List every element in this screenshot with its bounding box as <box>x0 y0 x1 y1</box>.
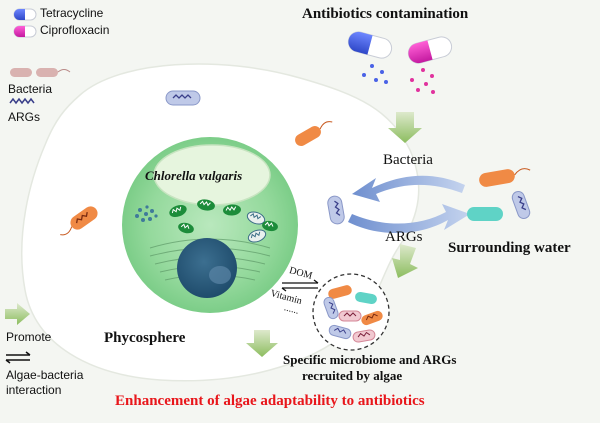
bacterium-top <box>165 90 201 106</box>
bacteria-flow-label: Bacteria <box>383 152 433 168</box>
nucleus <box>177 238 237 298</box>
water-bacterium-blue <box>511 190 531 220</box>
chlorella-label: Chlorella vulgaris <box>145 168 243 183</box>
promote-arrow-bottom <box>246 330 278 357</box>
microbiome-caption-line2: recruited by algae <box>302 368 403 383</box>
legend-args-label: ARGs <box>8 110 41 124</box>
tetracycline-pill <box>347 31 393 59</box>
tetracycline-particles <box>362 64 388 84</box>
bacterium-left <box>60 206 98 236</box>
bacterium-orange <box>295 121 333 146</box>
legend-promote-label: Promote <box>6 330 52 344</box>
legend-tetracycline-label: Tetracycline <box>40 6 104 20</box>
microbiome-caption-line1: Specific microbiome and ARGs <box>283 352 457 367</box>
legend-bacteria-label: Bacteria <box>8 82 53 96</box>
mitochondria <box>169 199 278 243</box>
promote-arrow-right <box>392 244 418 278</box>
legend-interaction-label-line1: Algae-bacteria <box>6 368 84 382</box>
tetracycline-legend-icon <box>13 8 37 21</box>
bacterium-middle <box>327 195 345 225</box>
ciprofloxacin-legend-icon <box>13 25 37 38</box>
args-arrow <box>348 204 470 234</box>
bacteria-arrow <box>352 175 465 202</box>
args-flow-label: ARGs <box>385 229 423 245</box>
ciprofloxacin-particles <box>410 68 435 94</box>
surrounding-water-label: Surrounding water <box>448 240 571 256</box>
nucleolus <box>209 266 231 284</box>
phycosphere-label: Phycosphere <box>104 330 186 346</box>
bacteria-legend-icon <box>10 68 71 77</box>
granules <box>135 205 158 222</box>
microbiome-bacteria <box>323 285 383 343</box>
legend-ciprofloxacin-label: Ciprofloxacin <box>40 23 110 37</box>
legend-interaction-label-line2: interaction <box>6 383 62 397</box>
promote-legend-icon <box>5 303 30 325</box>
args-legend-icon <box>9 97 35 105</box>
water-bacterium-teal <box>467 207 503 221</box>
interaction-arrows <box>281 279 319 292</box>
antibiotics-contamination-label: Antibiotics contamination <box>302 6 469 22</box>
promote-arrow-top <box>388 112 422 143</box>
ciprofloxacin-pill <box>407 36 453 64</box>
water-bacterium-orange <box>479 168 531 187</box>
conclusion-label: Enhancement of algae adaptability to ant… <box>115 393 425 409</box>
interaction-legend-icon <box>5 351 31 364</box>
